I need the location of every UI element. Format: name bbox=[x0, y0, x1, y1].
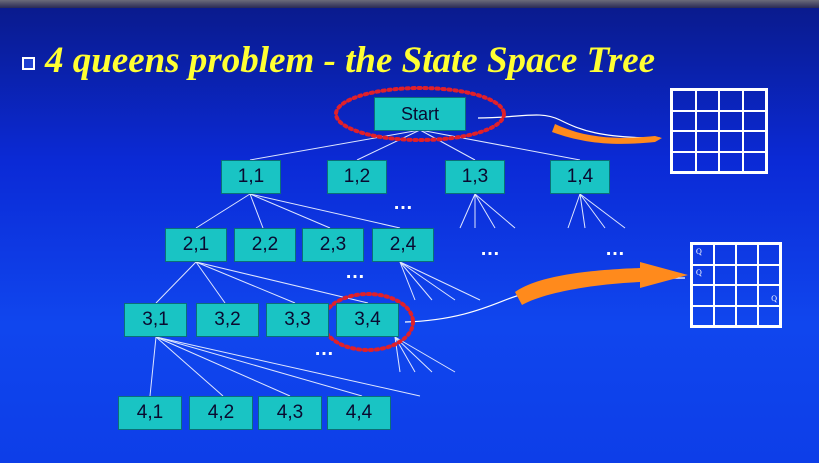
tree-node-2-1: 2,1 bbox=[165, 228, 227, 262]
tree-node-2-4: 2,4 bbox=[372, 228, 434, 262]
tree-node-1-3: 1,3 bbox=[445, 160, 505, 194]
ellipsis-1: … bbox=[393, 192, 415, 214]
tree-node-1-4: 1,4 bbox=[550, 160, 610, 194]
tree-node-4-4: 4,4 bbox=[327, 396, 391, 430]
tree-node-1-2: 1,2 bbox=[327, 160, 387, 194]
tree-node-1-1: 1,1 bbox=[221, 160, 281, 194]
queen-cell-r3-c4: Q bbox=[758, 285, 780, 306]
ellipsis-3: … bbox=[605, 238, 627, 260]
queen-cell-r1-c1: Q bbox=[692, 244, 714, 265]
tree-node-4-2: 4,2 bbox=[189, 396, 253, 430]
tree-node-3-4: 3,4 bbox=[336, 303, 399, 337]
ellipsis-2: … bbox=[480, 238, 502, 260]
tree-node-2-3: 2,3 bbox=[302, 228, 364, 262]
title-text: 4 queens problem - the State Space Tree bbox=[45, 39, 656, 81]
tree-node-4-3: 4,3 bbox=[258, 396, 322, 430]
tree-node-3-2: 3,2 bbox=[196, 303, 259, 337]
tree-node-4-1: 4,1 bbox=[118, 396, 182, 430]
queen-cell-r2-c1: Q bbox=[692, 264, 714, 285]
slide-title: 4 queens problem - the State Space Tree bbox=[22, 30, 655, 90]
ellipsis-5: … bbox=[314, 338, 336, 360]
tree-node-3-3: 3,3 bbox=[266, 303, 329, 337]
tree-node-3-1: 3,1 bbox=[124, 303, 187, 337]
ellipsis-4: … bbox=[345, 261, 367, 283]
partial-solution-board: Q Q Q bbox=[690, 242, 782, 328]
top-bar bbox=[0, 0, 819, 8]
tree-node-2-2: 2,2 bbox=[234, 228, 296, 262]
tree-node-start: Start bbox=[374, 97, 466, 131]
bullet-icon bbox=[22, 56, 35, 70]
empty-board bbox=[670, 88, 768, 174]
